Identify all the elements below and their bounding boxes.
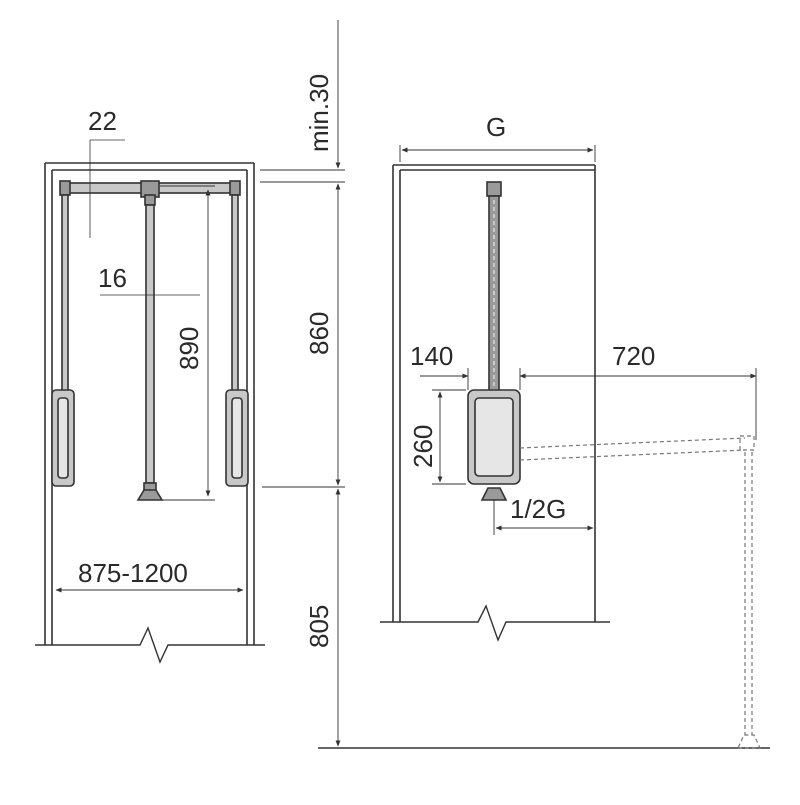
side-dim-horizontal-lines — [420, 368, 757, 440]
label-lower-height: 805 — [304, 605, 334, 648]
side-cabinet-frame — [380, 164, 610, 642]
label-extension: 720 — [612, 341, 655, 371]
front-center-rod — [136, 204, 164, 501]
label-mechanism-height: 260 — [408, 425, 438, 468]
label-rod-offset: 16 — [98, 263, 127, 293]
front-right-arm — [225, 194, 249, 487]
label-width-range: 875-1200 — [78, 558, 188, 588]
side-mechanism-box — [467, 389, 521, 485]
label-upper-height: 860 — [304, 312, 334, 355]
side-dim-height-lines — [432, 389, 466, 485]
label-depth: G — [486, 112, 506, 142]
label-rail-offset: 22 — [88, 106, 117, 136]
front-dim-890-lines — [160, 185, 215, 501]
label-lift-travel: 890 — [174, 327, 204, 370]
label-mechanism-width: 140 — [410, 341, 453, 371]
side-view — [380, 145, 761, 749]
side-dim-half-depth-lines — [493, 500, 594, 535]
front-view — [35, 139, 265, 664]
vertical-dimensions — [260, 20, 770, 749]
side-dim-depth-lines — [399, 145, 596, 162]
label-half-depth: 1/2G — [510, 494, 566, 524]
label-min-gap: min.30 — [304, 74, 334, 152]
side-extended-arm — [519, 435, 761, 749]
front-top-rail — [59, 180, 241, 206]
front-dim-22-lines — [89, 139, 125, 238]
front-left-arm — [51, 194, 75, 487]
